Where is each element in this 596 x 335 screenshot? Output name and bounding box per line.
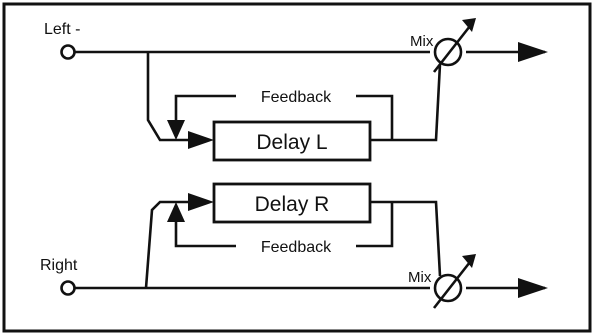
- left-input-label: Left -: [44, 21, 80, 38]
- right-feedback-label: Feedback: [261, 239, 332, 256]
- right-input-label: Right: [40, 257, 78, 274]
- right-feedback-line-left: [174, 214, 236, 248]
- right-feedback-arrow: [167, 202, 185, 222]
- right-send-line: [144, 200, 200, 289]
- left-feedback-line-left: [174, 94, 236, 130]
- left-feedback-arrow: [167, 120, 185, 140]
- left-mix-arrow: [462, 18, 476, 32]
- left-send-line: [146, 52, 200, 142]
- right-input-jack: [60, 280, 76, 296]
- left-output-arrow: [518, 42, 548, 62]
- left-feedback-label: Feedback: [261, 89, 332, 106]
- right-output-arrow: [518, 278, 548, 298]
- right-send-arrow: [188, 193, 214, 211]
- diagram-frame: [2, 2, 592, 333]
- left-return-line: [370, 63, 442, 142]
- delay-r-label: Delay R: [255, 193, 330, 216]
- left-mix-label: Mix: [410, 33, 434, 50]
- right-mix-label: Mix: [408, 269, 432, 286]
- left-feedback-line-right: [356, 94, 394, 140]
- delay-l-label: Delay L: [256, 131, 327, 154]
- right-mix-arrow: [462, 254, 476, 268]
- left-input-jack: [60, 44, 76, 60]
- right-feedback-line-right: [356, 202, 394, 248]
- right-mix-diagonal: [432, 261, 472, 309]
- delay-r-box: [212, 182, 372, 224]
- left-mix-diagonal: [432, 25, 472, 73]
- right-return-line: [370, 200, 442, 277]
- left-send-arrow: [188, 131, 214, 149]
